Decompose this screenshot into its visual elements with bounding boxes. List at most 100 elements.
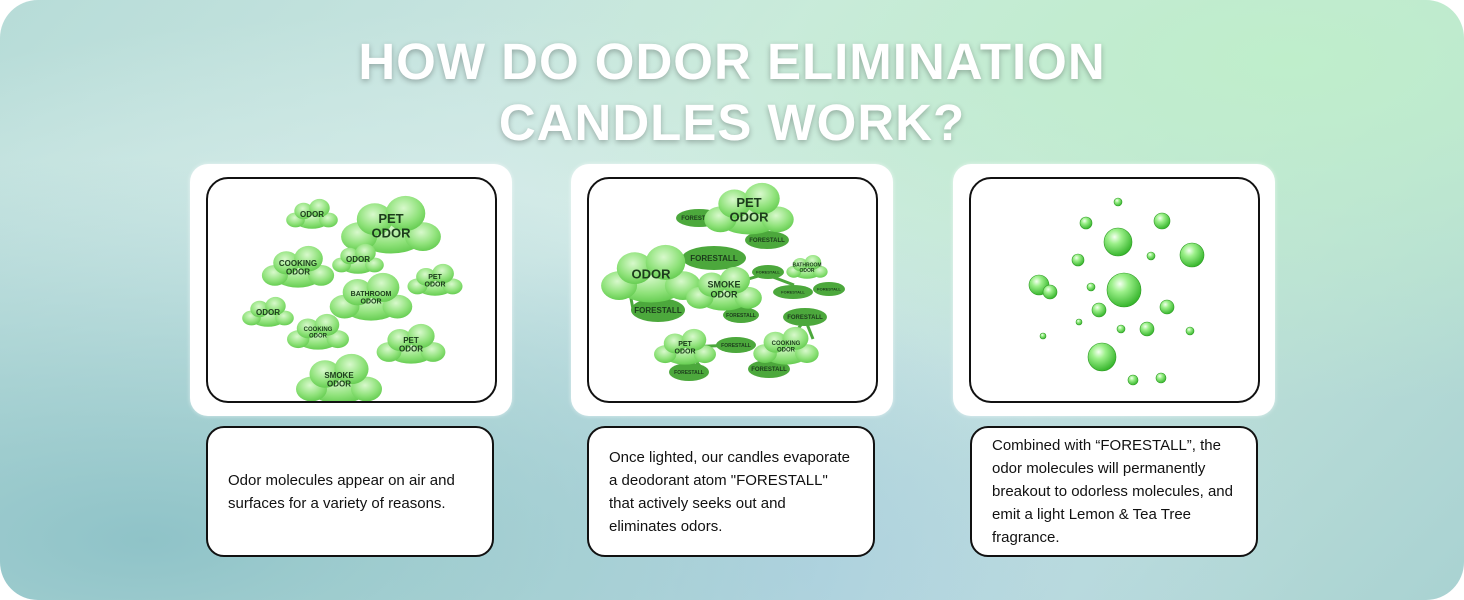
odor-cloud-5-label: PET — [428, 274, 442, 281]
odorless-molecule-7 — [1179, 242, 1205, 268]
odor-cloud-1: ODOR — [286, 198, 338, 229]
title-line-1: HOW DO ODOR ELIMINATION — [358, 33, 1106, 90]
odorless-molecule-2 — [1079, 216, 1093, 230]
panel-odorless-molecules — [953, 164, 1275, 416]
odorless-molecule-12 — [1091, 302, 1107, 318]
odorless-molecule-17 — [1185, 326, 1195, 336]
odor-cloud-10-label: SMOKE — [324, 371, 354, 380]
odor-cloud-6-label: COOKING — [772, 341, 801, 347]
forestall-atom-3-label: FORESTALL — [690, 254, 738, 263]
panel-forestall-seeks: FORESTALL FORESTALL FORESTALL FORESTALL FORE… — [571, 164, 893, 416]
forestall-atom-5: FORESTALL — [773, 285, 813, 299]
caption-text-3: Combined with “FORESTALL”, the odor mole… — [992, 437, 1233, 546]
caption-text-1: Odor molecules appear on air and surface… — [228, 471, 455, 512]
forestall-atom-8-label: FORESTALL — [787, 315, 823, 321]
forestall-atom-7-label: FORESTALL — [726, 313, 756, 319]
odor-cloud-1-label-2: ODOR — [730, 209, 770, 224]
odorless-molecule-3 — [1153, 212, 1171, 230]
odor-cloud-2-label: PET — [378, 211, 403, 226]
forestall-atom-2: FORESTALL — [745, 231, 789, 249]
odorless-molecule-11 — [1086, 282, 1096, 292]
odorless-molecule-16 — [1139, 321, 1155, 337]
molecules-illustration-frame — [969, 177, 1260, 403]
odorless-molecule-18 — [1039, 332, 1047, 340]
caption-box-3: Combined with “FORESTALL”, the odor mole… — [970, 426, 1258, 557]
odorless-molecule-13 — [1159, 299, 1175, 315]
caption-text-2: Once lighted, our candles evaporate a de… — [609, 448, 850, 535]
odorless-molecule-1 — [1113, 197, 1123, 207]
odor-cloud-4-label-2: ODOR — [800, 268, 815, 274]
odorless-molecule-19 — [1087, 342, 1117, 372]
odor-cloud-3-label: COOKING — [279, 259, 317, 268]
odor-cloud-7-label: ODOR — [256, 308, 280, 317]
odor-cloud-4: ODOR — [332, 243, 384, 274]
forestall-atom-10: FORESTALL — [716, 337, 756, 353]
forestall-atom-11-label: FORESTALL — [674, 370, 704, 376]
odor-cloud-6-label-2: ODOR — [777, 348, 796, 354]
forestall-atom-9-label: FORESTALL — [634, 306, 682, 315]
forestall-atom-12: FORESTALL — [748, 360, 790, 378]
forestall-atom-2-label: FORESTALL — [749, 238, 785, 244]
odorless-molecule-15 — [1116, 324, 1126, 334]
odorless-molecule-5 — [1071, 253, 1085, 267]
odorless-molecule-4 — [1103, 227, 1133, 257]
odor-cloud-4-label: ODOR — [346, 255, 370, 264]
odorless-molecule-20 — [1127, 374, 1139, 386]
odor-cloud-6-label: BATHROOM — [351, 291, 392, 298]
forestall-illustration-frame: FORESTALL FORESTALL FORESTALL FORESTALL FORE… — [587, 177, 878, 403]
odor-cloud-1-label: PET — [736, 195, 761, 210]
odor-cloud-2: ODOR — [601, 244, 701, 303]
odor-cloud-7: ODOR — [242, 296, 294, 327]
odorless-molecule-6 — [1146, 251, 1156, 261]
odor-cloud-9-label: PET — [403, 336, 419, 345]
odor-cloud-2-label-2: ODOR — [372, 225, 412, 240]
title-line-2: CANDLES WORK? — [498, 94, 966, 151]
forestall-atom-7: FORESTALL — [723, 307, 759, 323]
odor-cloud-2-label: ODOR — [632, 267, 672, 282]
forestall-atom-5-label: FORESTALL — [781, 289, 805, 294]
odor-cloud-5-label-2: ODOR — [425, 282, 446, 289]
odor-cloud-6-label-2: ODOR — [361, 299, 382, 306]
caption-box-2: Once lighted, our candles evaporate a de… — [587, 426, 875, 557]
caption-box-1: Odor molecules appear on air and surface… — [206, 426, 494, 557]
forestall-atom-3: FORESTALL — [682, 246, 746, 270]
odor-cloud-9-label-2: ODOR — [399, 345, 423, 354]
odor-cloud-3-label-2: ODOR — [286, 268, 310, 277]
odor-cloud-3-label: SMOKE — [707, 280, 740, 290]
forestall-atom-4: FORESTALL — [752, 265, 784, 279]
forestall-atom-10-label: FORESTALL — [721, 343, 751, 349]
forestall-atom-11: FORESTALL — [669, 363, 709, 381]
molecules-illustration — [1028, 197, 1205, 386]
forestall-atom-12-label: FORESTALL — [751, 367, 787, 373]
odorless-molecule-10 — [1106, 272, 1142, 308]
odor-cloud-5-label: PET — [678, 341, 692, 348]
forestall-atom-1-label: FORESTALL — [681, 216, 717, 222]
odor-cloud-8-label: COOKING — [304, 327, 333, 333]
forestall-atom-6-label: FORESTALL — [817, 286, 841, 291]
forestall-illustration: FORESTALL FORESTALL FORESTALL FORESTALL FORE… — [601, 182, 845, 381]
forestall-atom-4-label: FORESTALL — [756, 269, 780, 274]
odor-cloud-1-label: ODOR — [300, 210, 324, 219]
odor-cloud-10-label-2: ODOR — [327, 380, 351, 389]
forestall-atom-6: FORESTALL — [813, 282, 845, 296]
forestall-atom-8: FORESTALL — [783, 308, 827, 326]
odor-cloud-5-label-2: ODOR — [675, 349, 696, 356]
odorless-molecule-9 — [1042, 284, 1058, 300]
forestall-atom-9: FORESTALL — [631, 298, 685, 322]
odorless-molecule-21 — [1155, 372, 1167, 384]
